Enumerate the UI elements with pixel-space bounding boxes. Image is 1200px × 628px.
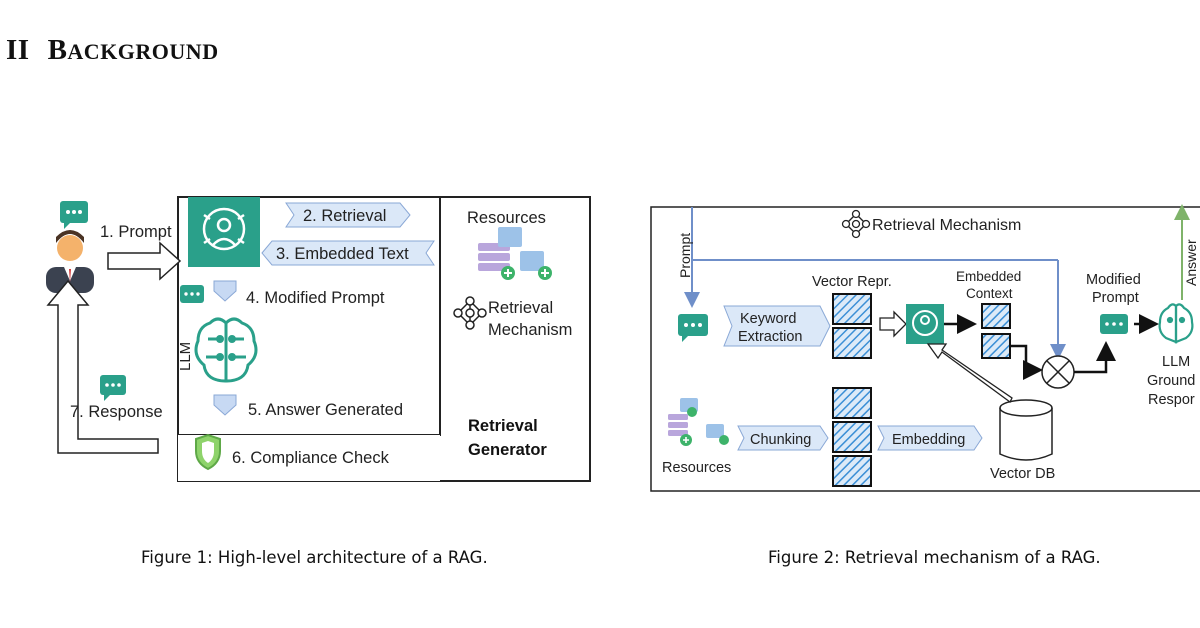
section-number: II <box>6 34 30 66</box>
embedded-line1: Embedded <box>956 269 1021 284</box>
down-chevron-2 <box>213 394 237 416</box>
vector-db-label: Vector DB <box>990 466 1055 482</box>
llm-brain-icon-small <box>1158 303 1194 344</box>
modified-line1: Modified <box>1086 272 1141 288</box>
context-block-1 <box>981 303 1011 329</box>
retrieval-banner <box>285 202 411 228</box>
response-arrow <box>46 279 159 454</box>
fig2-title: Retrieval Mechanism <box>872 217 1021 234</box>
chat-icon-modified <box>1100 314 1128 334</box>
figure-1-caption: Figure 1: High-level architecture of a R… <box>141 548 488 567</box>
llm2-line2: Ground <box>1147 373 1195 389</box>
chat-icon <box>60 201 88 229</box>
network-icon <box>453 296 487 330</box>
figure-2-frame <box>650 206 1200 492</box>
prompt-arrow <box>107 241 182 281</box>
step2-label: 2. Retrieval <box>303 207 386 225</box>
llm-brain-icon <box>194 317 258 383</box>
chunk-block-2 <box>832 421 872 453</box>
step6-label: 6. Compliance Check <box>232 449 390 467</box>
section-title-rest: ACKGROUND <box>67 39 219 64</box>
resources-label-2: Resources <box>662 460 731 476</box>
context-block-2 <box>981 333 1011 359</box>
down-chevron-1 <box>213 280 237 302</box>
resources-icon <box>478 227 552 280</box>
vector-repr-label: Vector Repr. <box>812 274 892 290</box>
section-heading: II BACKGROUND <box>6 34 219 67</box>
step7-label: 7. Response <box>70 403 163 421</box>
figure-2-caption: Figure 2: Retrieval mechanism of a RAG. <box>768 548 1101 567</box>
embedded-text-banner <box>261 240 435 266</box>
resources-label: Resources <box>467 209 546 227</box>
keyword-line1: Keyword <box>740 311 796 327</box>
answer-vertical-label: Answer <box>1183 239 1199 286</box>
step1-label: 1. Prompt <box>100 223 172 241</box>
vector-block-1 <box>832 293 872 325</box>
chunk-block-1 <box>832 387 872 419</box>
vector-db-icon <box>999 399 1053 461</box>
chat-icon-small <box>180 285 204 303</box>
keyword-extraction-banner <box>723 305 831 347</box>
llm2-line3: Respor <box>1148 392 1195 408</box>
generator-line2: Generator <box>468 441 547 459</box>
chat-icon-response <box>100 375 126 401</box>
keyword-line2: Extraction <box>738 329 802 345</box>
chunking-label: Chunking <box>750 432 811 448</box>
user-avatar <box>46 230 94 293</box>
retrieval-mechanism-line1: Retrieval <box>488 299 553 317</box>
embedding-banner <box>877 425 983 451</box>
section-title-initial: B <box>47 34 68 66</box>
network-icon-2 <box>841 209 871 239</box>
chunking-banner <box>737 425 829 451</box>
step3-label: 3. Embedded Text <box>276 245 409 263</box>
retriever-icon <box>906 304 944 344</box>
step4-label: 4. Modified Prompt <box>246 289 385 307</box>
shield-icon <box>195 433 221 471</box>
retrieval-mechanism-line2: Mechanism <box>488 321 572 339</box>
figure-2: Retrieval Mechanism Prompt Answer Keywor… <box>650 204 1200 492</box>
step5-label: 5. Answer Generated <box>248 401 403 419</box>
chat-icon-fig2 <box>678 314 708 342</box>
llm2-line1: LLM <box>1162 354 1190 370</box>
figure-1: 1. Prompt 2. Retrieval 3. Embedded Text … <box>46 196 591 482</box>
resources-icon-2 <box>668 398 729 446</box>
rag-engine-icon <box>188 197 260 267</box>
embedding-label: Embedding <box>892 432 965 448</box>
vector-block-2 <box>832 327 872 359</box>
chunk-block-3 <box>832 455 872 487</box>
prompt-vertical-label: Prompt <box>677 233 693 278</box>
llm-label: LLM <box>177 342 194 371</box>
modified-line2: Prompt <box>1092 290 1139 306</box>
combine-operator <box>1041 355 1075 389</box>
embedded-line2: Context <box>966 286 1013 301</box>
compliance-box <box>178 435 440 481</box>
generator-line1: Retrieval <box>468 417 538 435</box>
